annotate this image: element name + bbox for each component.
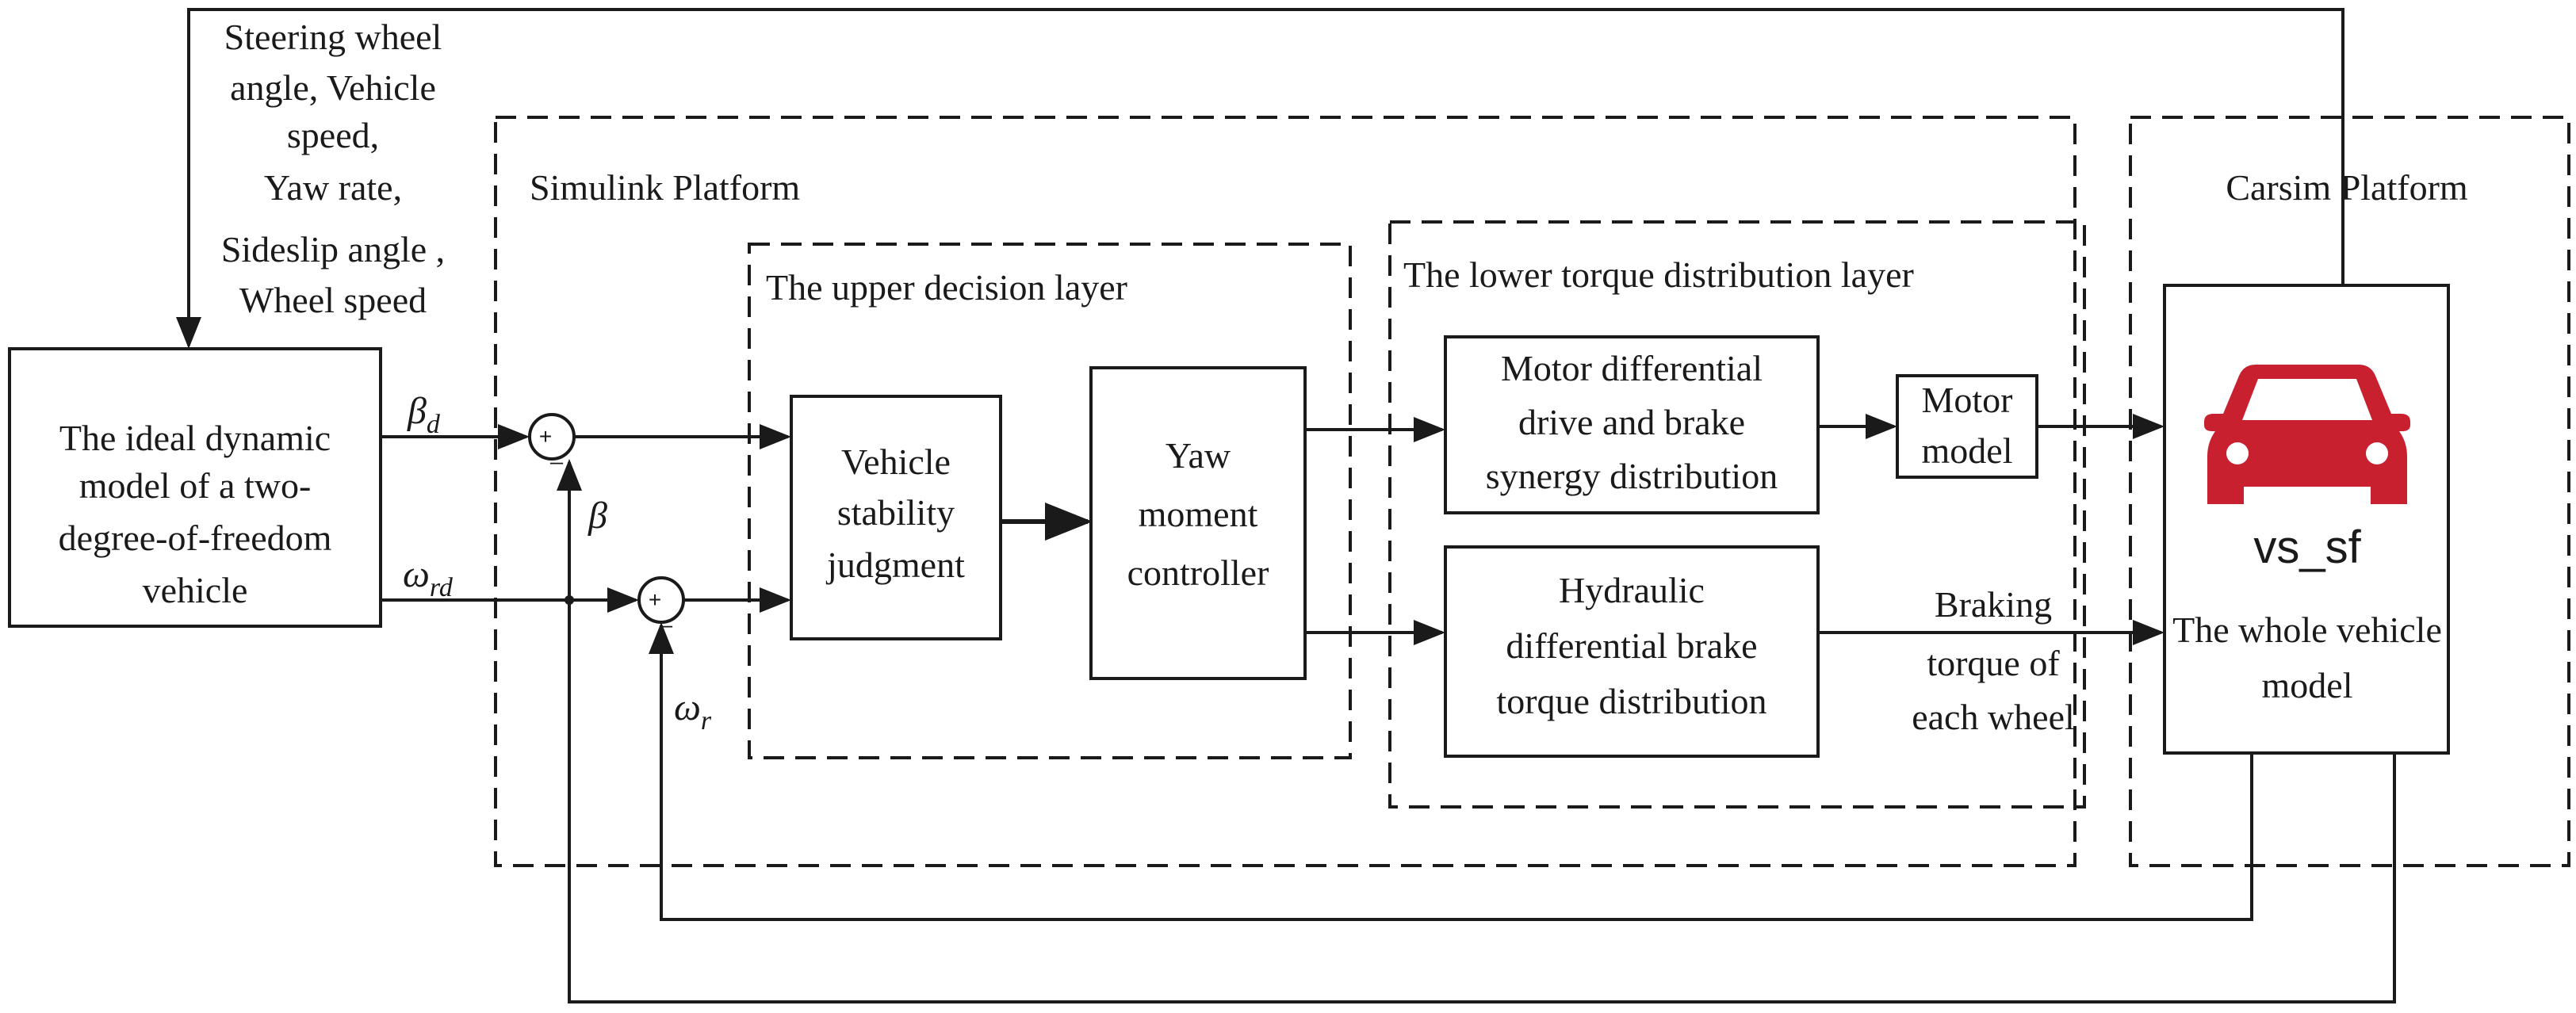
svg-text:vehicle: vehicle	[143, 570, 248, 610]
signal-omega-r: ωr	[674, 686, 712, 736]
sum-junction-yaw-rate: + _	[637, 576, 685, 628]
feedback-wire-omega-r	[649, 622, 2253, 921]
carsim-platform-region	[2129, 116, 2570, 867]
vehicle-stability-judgment-text: Vehicle stability judgment	[825, 442, 965, 585]
signal-beta-d: βd	[407, 390, 441, 439]
signal-omega-rd: ωrd	[403, 553, 454, 602]
svg-text:Braking: Braking	[1935, 584, 2052, 625]
vehicle-stability-judgment-block	[790, 395, 1002, 640]
lower-torque-layer-region	[1388, 220, 2086, 808]
vehicle-model-code: vs_sf	[2253, 522, 2361, 573]
feedback-label-line: speed,	[287, 115, 379, 155]
motor-differential-distribution-block	[1444, 335, 1820, 514]
car-icon-headlight	[2226, 442, 2249, 464]
svg-text:model: model	[2262, 665, 2353, 705]
sum-junction-beta: + _	[528, 413, 576, 464]
svg-text:stability: stability	[837, 492, 955, 533]
hydraulic-brake-distribution-block	[1444, 545, 1820, 758]
lower-torque-layer-label: The lower torque distribution layer	[1403, 254, 1914, 295]
feedback-label-line: angle, Vehicle	[230, 67, 436, 108]
feedback-label-line: Yaw rate,	[264, 167, 402, 208]
ideal-dynamic-model-block	[8, 347, 382, 628]
upper-decision-layer-label: The upper decision layer	[766, 267, 1127, 308]
signal-beta: β	[588, 495, 607, 537]
wire-junction-dot	[565, 595, 574, 605]
svg-text:Hydraulic: Hydraulic	[1559, 570, 1705, 610]
svg-text:The whole vehicle: The whole vehicle	[2172, 610, 2442, 650]
svg-text:differential brake: differential brake	[1506, 625, 1757, 666]
car-icon-headlight	[2366, 442, 2388, 464]
whole-vehicle-model-caption: The whole vehicle model	[2172, 610, 2442, 705]
ideal-dynamic-model-text: The ideal dynamic model of a two- degree…	[59, 418, 332, 610]
svg-text:Motor differential: Motor differential	[1501, 348, 1763, 388]
svg-text:degree-of-freedom: degree-of-freedom	[59, 518, 332, 558]
svg-text:_: _	[549, 440, 563, 464]
car-icon	[2204, 365, 2410, 504]
simulink-platform-region	[494, 116, 2076, 867]
svg-text:torque of: torque of	[1927, 643, 2060, 683]
svg-text:drive and brake: drive and brake	[1518, 402, 1745, 442]
svg-text:controller: controller	[1127, 552, 1269, 593]
car-icon-windshield	[2242, 379, 2372, 420]
svg-text:The ideal dynamic: The ideal dynamic	[59, 418, 331, 458]
feedback-wire-beta	[557, 459, 2396, 1003]
svg-text:Vehicle: Vehicle	[841, 442, 951, 482]
svg-text:moment: moment	[1139, 494, 1258, 534]
carsim-platform-label: Carsim Platform	[2226, 167, 2468, 208]
svg-text:+: +	[539, 424, 552, 449]
feedback-wire-top	[176, 8, 2344, 349]
svg-text:Motor: Motor	[1922, 380, 2013, 420]
feedback-label-line: Wheel speed	[239, 280, 427, 320]
svg-text:torque distribution: torque distribution	[1496, 681, 1766, 721]
signal-wires	[176, 8, 2396, 1003]
yaw-moment-controller-block	[1089, 366, 1307, 680]
motor-model-text: Motor model	[1922, 380, 2013, 471]
simulink-platform-label: Simulink Platform	[530, 167, 800, 208]
svg-text:model: model	[1922, 430, 2013, 471]
motor-differential-distribution-text: Motor differential drive and brake syner…	[1486, 348, 1778, 496]
feedback-signals-label: Steering wheel angle, Vehicle speed, Yaw…	[221, 17, 445, 320]
upper-decision-layer-region	[748, 243, 1352, 759]
braking-torque-label: Braking torque of each wheel	[1912, 584, 2075, 737]
motor-model-block	[1896, 374, 2038, 479]
yaw-moment-controller-text: Yaw moment controller	[1127, 435, 1269, 593]
feedback-label-line: Sideslip angle ,	[221, 229, 445, 269]
feedback-label-line: Steering wheel	[224, 17, 442, 57]
svg-text:_: _	[659, 603, 672, 628]
svg-text:judgment: judgment	[825, 545, 965, 585]
whole-vehicle-model-block	[2163, 284, 2450, 755]
svg-text:Yaw: Yaw	[1166, 435, 1231, 476]
svg-text:+: +	[649, 587, 661, 612]
hydraulic-brake-distribution-text: Hydraulic differential brake torque dist…	[1496, 570, 1766, 721]
svg-text:synergy distribution: synergy distribution	[1486, 456, 1778, 496]
svg-text:model of a two-: model of a two-	[79, 465, 312, 506]
svg-text:each wheel: each wheel	[1912, 697, 2075, 737]
